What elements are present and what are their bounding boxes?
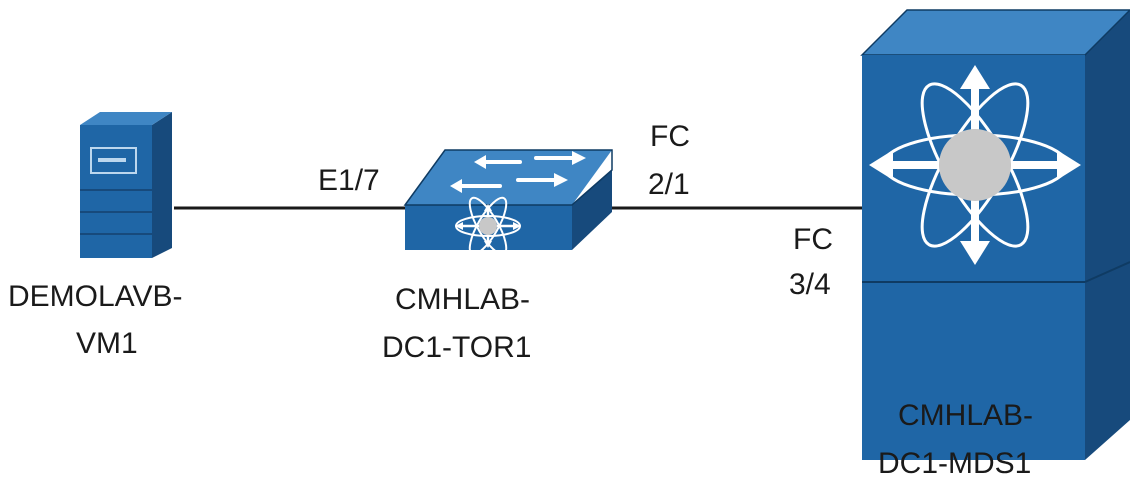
port-label-fc-2-1-line2: 2/1 bbox=[648, 168, 690, 201]
multilayer-switch-icon bbox=[403, 149, 613, 256]
port-label-fc-3-4-line2: 3/4 bbox=[789, 268, 831, 301]
mds-director-switch-icon bbox=[860, 9, 1130, 460]
port-label-fc-2-1-line1: FC bbox=[650, 120, 690, 153]
server-name-line1: DEMOLAVB- bbox=[8, 280, 182, 313]
tor-name-line2: DC1-TOR1 bbox=[382, 331, 531, 364]
mds-name-line1: CMHLAB- bbox=[898, 399, 1033, 432]
server-name-line2: VM1 bbox=[76, 327, 138, 360]
port-label-e1-7: E1/7 bbox=[318, 164, 380, 197]
port-label-fc-3-4-line1: FC bbox=[793, 223, 833, 256]
mds-name-line2: DC1-MDS1 bbox=[878, 447, 1031, 480]
tor-name-line1: CMHLAB- bbox=[395, 283, 530, 316]
server-tower-icon bbox=[80, 112, 172, 258]
